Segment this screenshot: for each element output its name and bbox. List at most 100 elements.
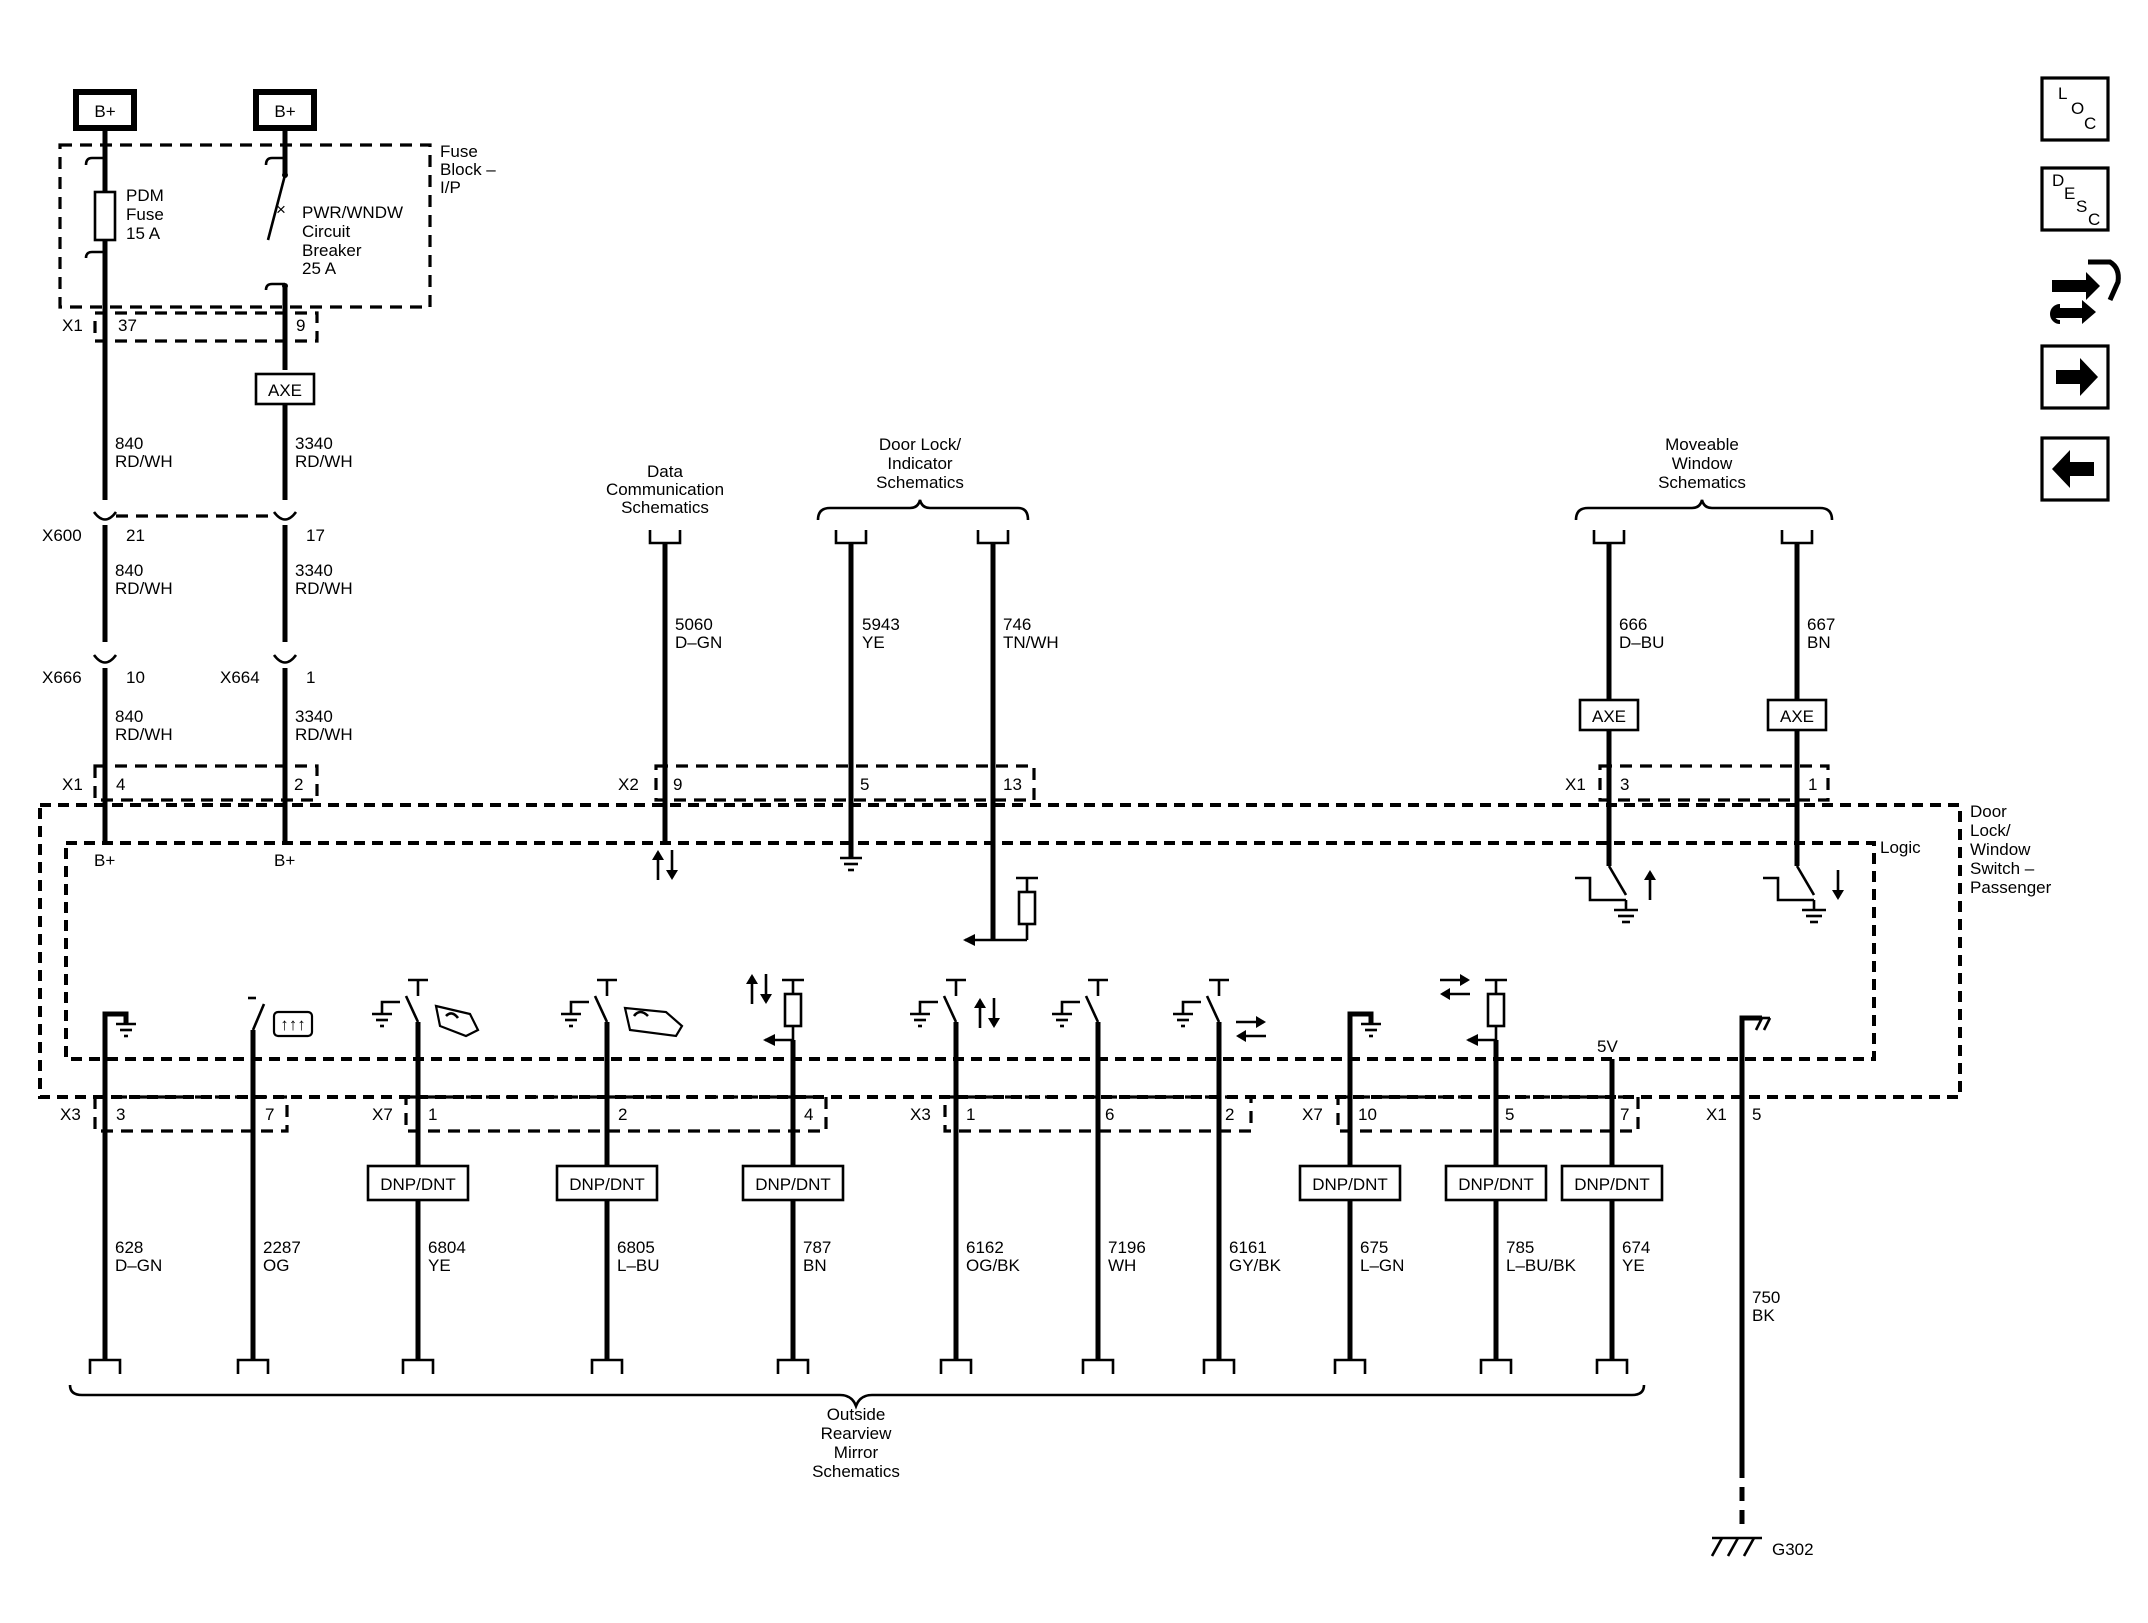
svg-text:X1: X1 bbox=[1565, 775, 1586, 794]
svg-text:Breaker: Breaker bbox=[302, 241, 362, 260]
wire-number: 6162 bbox=[966, 1238, 1004, 1257]
svg-text:X3: X3 bbox=[910, 1105, 931, 1124]
switch-6161 bbox=[1173, 978, 1266, 1059]
svg-text:L: L bbox=[2058, 84, 2067, 103]
svg-text:X3: X3 bbox=[60, 1105, 81, 1124]
svg-text:Passenger: Passenger bbox=[1970, 878, 2052, 897]
desc-button[interactable]: D E S C bbox=[2040, 166, 2110, 232]
axe-box-2: AXE bbox=[1578, 698, 1640, 732]
svg-text:X666: X666 bbox=[42, 668, 82, 687]
svg-text:×: × bbox=[276, 200, 286, 219]
svg-text:X664: X664 bbox=[220, 668, 260, 687]
svg-text:Communication: Communication bbox=[606, 480, 724, 499]
wire-number: 674 bbox=[1622, 1238, 1650, 1257]
wire-number: 628 bbox=[115, 1238, 143, 1257]
svg-text:Schematics: Schematics bbox=[812, 1462, 900, 1481]
svg-text:5: 5 bbox=[1505, 1105, 1514, 1124]
loc-button[interactable]: L O C bbox=[2040, 76, 2110, 142]
wire-color: L–BU bbox=[617, 1256, 660, 1275]
wire-667: 667 BN bbox=[1807, 615, 1835, 652]
svg-text:Door Lock/: Door Lock/ bbox=[879, 435, 961, 454]
dnp-dnt-label: DNP/DNT bbox=[755, 1175, 831, 1194]
svg-text:6: 6 bbox=[1105, 1105, 1114, 1124]
svg-text:RD/WH: RD/WH bbox=[295, 725, 353, 744]
svg-text:2: 2 bbox=[618, 1105, 627, 1124]
bplus-source-1: B+ bbox=[73, 89, 137, 131]
svg-text:3340: 3340 bbox=[295, 561, 333, 580]
svg-text:13: 13 bbox=[1003, 775, 1022, 794]
svg-text:Indicator: Indicator bbox=[887, 454, 953, 473]
svg-text:1: 1 bbox=[428, 1105, 437, 1124]
connector-x1-fuse: X1 37 9 bbox=[62, 311, 319, 343]
circuit-breaker: × PWR/WNDW Circuit Breaker 25 A bbox=[264, 128, 403, 328]
svg-text:25 A: 25 A bbox=[302, 259, 337, 278]
connector-x666: X666 10 bbox=[42, 654, 145, 687]
svg-text:Rearview: Rearview bbox=[821, 1424, 893, 1443]
svg-text:Fuse: Fuse bbox=[440, 142, 478, 161]
svg-text:15 A: 15 A bbox=[126, 224, 161, 243]
svg-text:3: 3 bbox=[1620, 775, 1629, 794]
svg-text:37: 37 bbox=[118, 316, 137, 335]
wire-3340-a: 3340 RD/WH bbox=[295, 434, 353, 471]
5v-label: 5V bbox=[1597, 1037, 1618, 1056]
prev-arrow-button[interactable] bbox=[2040, 436, 2110, 502]
svg-text:AXE: AXE bbox=[1592, 707, 1626, 726]
svg-text:B+: B+ bbox=[274, 102, 295, 121]
svg-text:RD/WH: RD/WH bbox=[295, 452, 353, 471]
wire-5943: 5943 YE bbox=[862, 615, 900, 652]
wire-color: BN bbox=[803, 1256, 827, 1275]
svg-text:Block –: Block – bbox=[440, 160, 496, 179]
svg-text:10: 10 bbox=[126, 668, 145, 687]
connector-x3-bottom: X3 3 7 bbox=[60, 1095, 289, 1133]
data-bidirectional-arrows bbox=[652, 850, 678, 880]
wire-color: OG/BK bbox=[966, 1256, 1021, 1275]
mirror-switch-6805 bbox=[561, 978, 684, 1059]
svg-text:RD/WH: RD/WH bbox=[115, 725, 173, 744]
svg-text:840: 840 bbox=[115, 434, 143, 453]
connector-x2-module-top: X2 9 5 13 bbox=[618, 764, 1036, 802]
ground-g302-symbol: G302 bbox=[1710, 1536, 1814, 1559]
svg-text:10: 10 bbox=[1358, 1105, 1377, 1124]
svg-text:5060: 5060 bbox=[675, 615, 713, 634]
fuse-block: Fuse Block – I/P bbox=[58, 142, 496, 309]
svg-text:C: C bbox=[2088, 210, 2100, 229]
resistor-785 bbox=[1440, 974, 1507, 1059]
svg-text:C: C bbox=[2084, 114, 2096, 133]
svg-text:Mirror: Mirror bbox=[834, 1443, 879, 1462]
svg-text:Door: Door bbox=[1970, 802, 2007, 821]
wire-840-c: 840 RD/WH bbox=[115, 707, 173, 744]
svg-text:667: 667 bbox=[1807, 615, 1835, 634]
svg-text:1: 1 bbox=[966, 1105, 975, 1124]
svg-text:Schematics: Schematics bbox=[876, 473, 964, 492]
svg-text:E: E bbox=[2064, 184, 2075, 203]
wire-3340-c: 3340 RD/WH bbox=[295, 707, 353, 744]
wire-number: 7196 bbox=[1108, 1238, 1146, 1257]
connector-x7-bottom: X7 1 2 4 bbox=[372, 1095, 828, 1133]
connector-swap-icon[interactable] bbox=[2050, 259, 2121, 324]
connector-x1-module-top: X1 4 2 bbox=[62, 764, 319, 802]
svg-text:4: 4 bbox=[116, 775, 125, 794]
svg-text:X1: X1 bbox=[62, 775, 83, 794]
svg-text:1: 1 bbox=[306, 668, 315, 687]
svg-text:Lock/: Lock/ bbox=[1970, 821, 2011, 840]
svg-text:Window: Window bbox=[1672, 454, 1733, 473]
wire-number: 787 bbox=[803, 1238, 831, 1257]
connector-x7b-bottom: X7 10 5 7 bbox=[1302, 1095, 1640, 1133]
next-arrow-button[interactable] bbox=[2040, 344, 2110, 410]
wire-840-a: 840 RD/WH bbox=[115, 434, 173, 471]
svg-text:7: 7 bbox=[265, 1105, 274, 1124]
dnp-dnt-label: DNP/DNT bbox=[569, 1175, 645, 1194]
svg-text:3340: 3340 bbox=[295, 707, 333, 726]
ground-675-symbol bbox=[1347, 1011, 1381, 1059]
ref-moveable-window: Moveable Window Schematics bbox=[1574, 435, 1834, 545]
svg-text:3: 3 bbox=[116, 1105, 125, 1124]
